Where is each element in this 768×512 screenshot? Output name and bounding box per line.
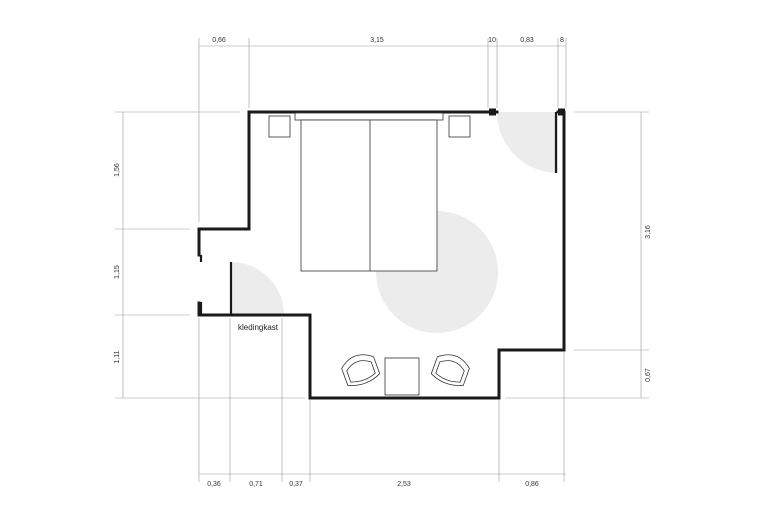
- dim-left-2: 1,15: [114, 265, 121, 279]
- double-bed: [300, 119, 438, 272]
- dim-bottom-4: 2,53: [397, 481, 411, 488]
- nightstand-right: [448, 115, 471, 138]
- dim-top-3: 10: [488, 37, 496, 44]
- room-outline: [197, 110, 499, 257]
- dim-left-1: 1,56: [114, 163, 121, 177]
- side-table: [384, 357, 420, 396]
- dimensions-right: 3,16 0,67: [645, 225, 652, 382]
- bed-group: [268, 112, 471, 272]
- door-swing-top-right: [497, 112, 558, 173]
- dim-top-5: 8: [560, 37, 564, 44]
- dim-left-3: 1,11: [114, 350, 121, 363]
- dimensions-top: 0,66 3,15 10 0,83 8: [212, 37, 564, 44]
- dim-bottom-5: 0,86: [525, 481, 539, 488]
- walls: [197, 108, 566, 400]
- armchair-left: [341, 354, 381, 386]
- dim-bottom-2: 0,71: [249, 481, 263, 488]
- door-jamb-left: [489, 108, 496, 116]
- doors: [199, 112, 558, 315]
- door-swing-wardrobe: [231, 262, 284, 315]
- seating-group: [341, 354, 470, 396]
- dim-top-1: 0,66: [212, 37, 226, 44]
- dim-right-2: 0,67: [645, 368, 652, 382]
- dim-bottom-1: 0,36: [207, 481, 221, 488]
- dim-top-4: 0,83: [520, 37, 534, 44]
- dimensions-bottom: 0,36 0,71 0,37 2,53 0,86: [207, 481, 539, 488]
- dim-right-1: 3,16: [645, 225, 652, 239]
- armchair-right: [430, 354, 470, 386]
- wardrobe-label: kledingkast: [238, 323, 279, 332]
- headboard: [294, 112, 444, 121]
- dimensions-left: 1,56 1,15 1,11: [114, 163, 121, 363]
- door-jamb-right: [558, 108, 565, 116]
- dimension-lines: [115, 38, 649, 482]
- dim-bottom-3: 0,37: [289, 481, 303, 488]
- nightstand-left: [268, 115, 291, 138]
- room-outline-lower: [197, 111, 566, 400]
- dim-top-2: 3,15: [370, 37, 384, 44]
